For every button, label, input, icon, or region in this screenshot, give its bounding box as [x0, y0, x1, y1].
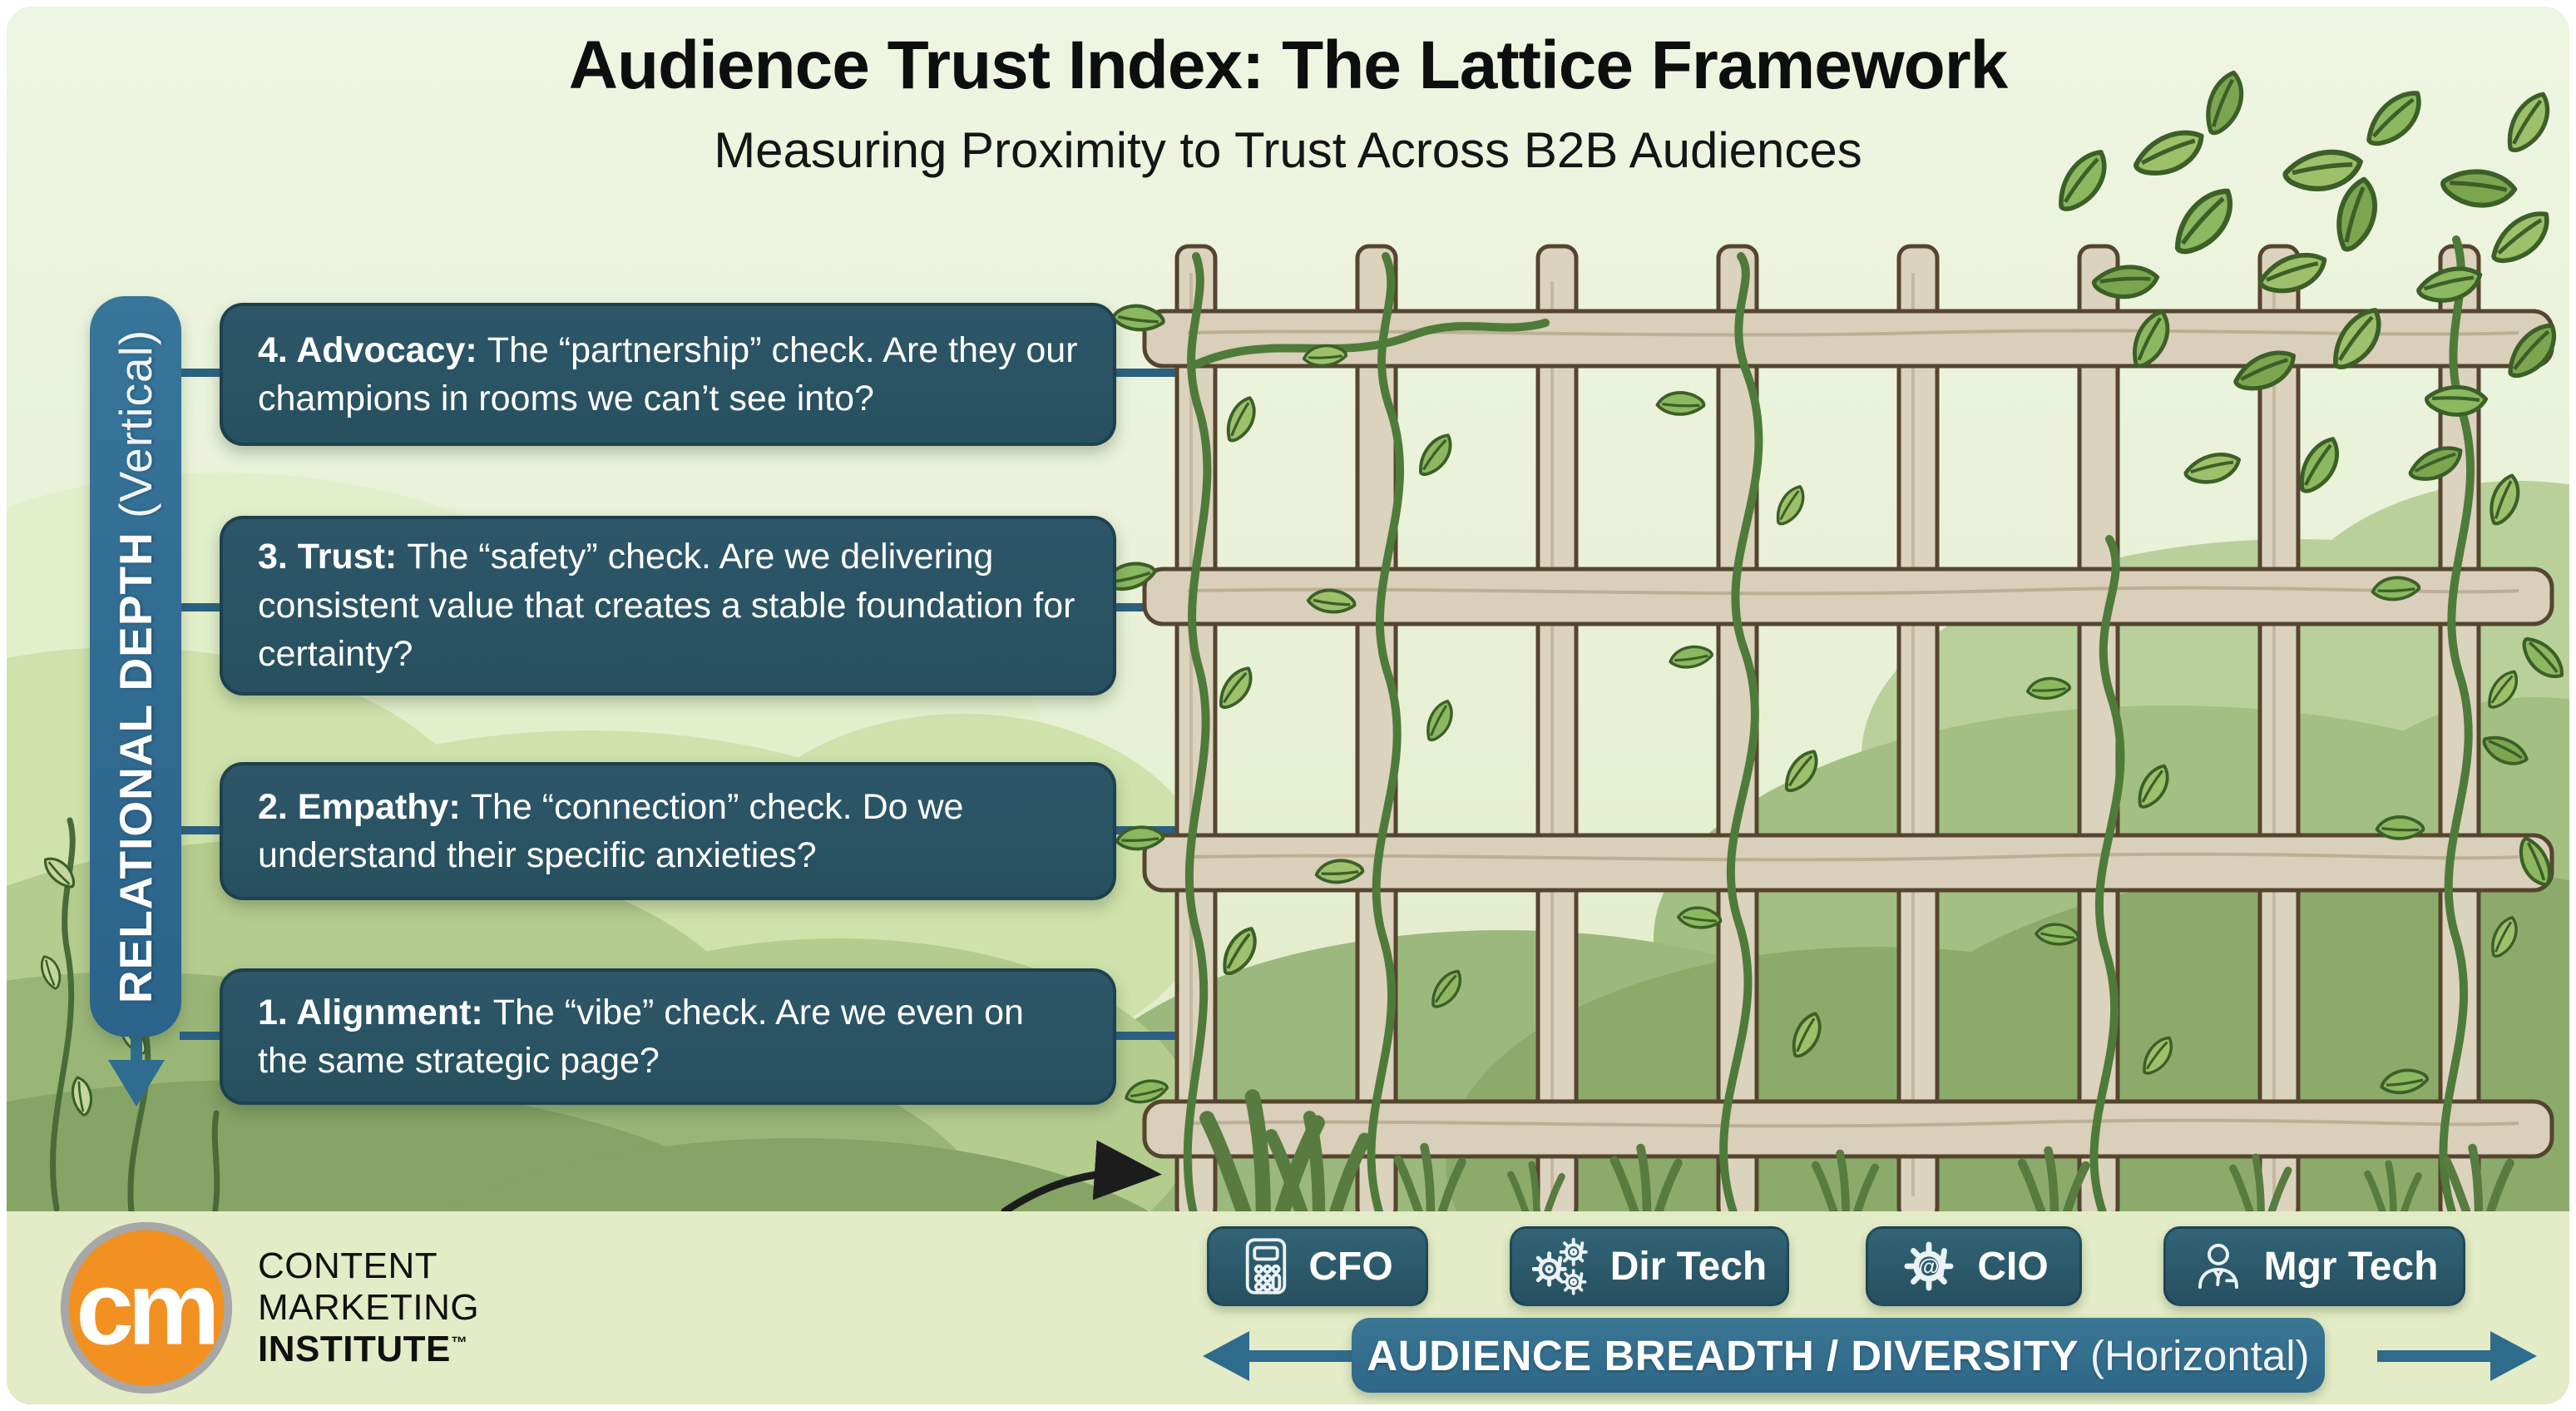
- page-subtitle: Measuring Proximity to Trust Across B2B …: [714, 122, 1862, 178]
- level-text: The “partnership” check. Are they our ch…: [258, 329, 1078, 418]
- badge-label: CIO: [1977, 1244, 2049, 1289]
- horizontal-axis-qualifier: (Horizontal): [2090, 1331, 2310, 1379]
- horizontal-axis-arrows: [1203, 1331, 2537, 1381]
- level-text: The “safety” check. Are we delivering co…: [258, 537, 1075, 675]
- horizontal-axis-label: AUDIENCE BREADTH / DIVERSITY: [1367, 1331, 2079, 1379]
- climbing-vines: [1183, 235, 2475, 1221]
- manager-person-icon: [2198, 1243, 2238, 1290]
- level-lead: 1. Alignment:: [258, 992, 483, 1032]
- level-lead: 4. Advocacy:: [258, 329, 477, 370]
- gears-icon: [1532, 1237, 1588, 1295]
- lattice-trellis: [1142, 244, 2554, 1222]
- level-lead: 2. Empathy:: [258, 786, 461, 827]
- cmi-monogram-icon: cm: [60, 1221, 233, 1394]
- vertical-axis-label: RELATIONAL DEPTH (Vertical): [110, 329, 161, 1004]
- level-alignment-callout: 1. Alignment:The “vibe” check. Are we ev…: [220, 968, 1116, 1105]
- level-trust-callout: 3. Trust:The “safety” check. Are we deli…: [220, 516, 1116, 696]
- badge-label: CFO: [1308, 1244, 1393, 1289]
- svg-text:cm: cm: [76, 1250, 214, 1366]
- audience-badge-cfo: CFO: [1207, 1226, 1428, 1306]
- audience-badge-mgr-tech: Mgr Tech: [2163, 1226, 2465, 1306]
- cmi-logo-text: CONTENT MARKETING INSTITUTE™: [258, 1245, 480, 1370]
- pointer-arrow: [1001, 1140, 1162, 1215]
- infographic-card: Audience Trust Index: The Lattice Framew…: [7, 7, 2569, 1404]
- cmi-logo: cm CONTENT MARKETING INSTITUTE™: [58, 1220, 479, 1396]
- page-title: Audience Trust Index: The Lattice Framew…: [568, 27, 2009, 103]
- level-text: The “vibe” check. Are we even on the sam…: [258, 992, 1024, 1081]
- horizontal-axis-bar: AUDIENCE BREADTH / DIVERSITY (Horizontal…: [1352, 1318, 2325, 1393]
- vertical-axis-arrow: [108, 1032, 165, 1107]
- audience-badge-dir-tech: Dir Tech: [1510, 1226, 1789, 1306]
- svg-text:@: @: [1919, 1255, 1940, 1279]
- calculator-icon: [1246, 1238, 1287, 1295]
- badge-label: Dir Tech: [1609, 1244, 1768, 1289]
- badge-label: Mgr Tech: [2263, 1244, 2439, 1289]
- level-text: The “connection” check. Do we understand…: [258, 786, 964, 875]
- vertical-axis-bar: RELATIONAL DEPTH (Vertical): [90, 296, 181, 1037]
- level-advocacy-callout: 4. Advocacy:The “partnership” check. Are…: [220, 303, 1116, 446]
- level-empathy-callout: 2. Empathy:The “connection” check. Do we…: [220, 762, 1116, 900]
- gear-at-icon: @: [1899, 1236, 1959, 1296]
- garden-lattice-illustration: [7, 7, 2569, 1404]
- level-lead: 3. Trust:: [258, 537, 398, 577]
- audience-badge-cio: @ CIO: [1866, 1226, 2082, 1306]
